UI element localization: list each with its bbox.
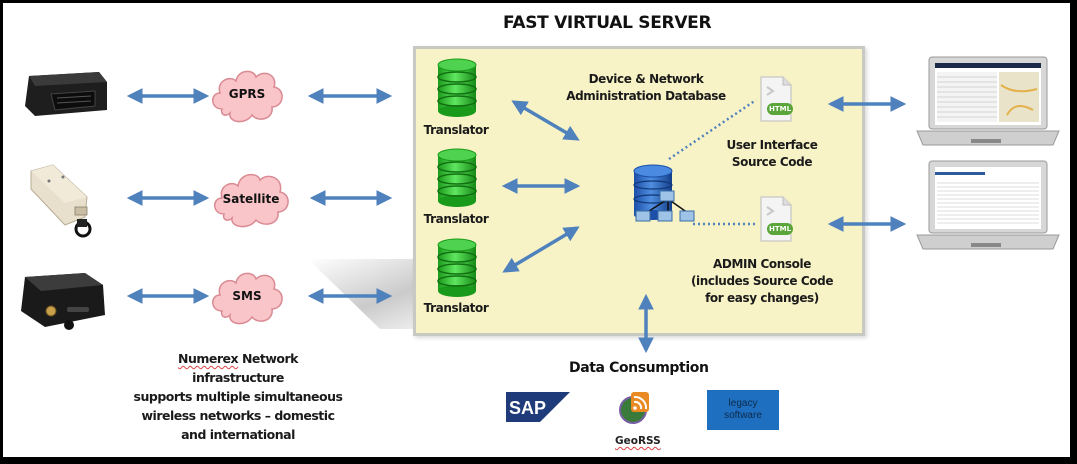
admin-console-label: ADMIN Console (includes Source Code for … xyxy=(687,256,837,307)
admin-console-label-line2: (includes Source Code xyxy=(690,274,834,288)
translator-label-2: Translator xyxy=(423,212,489,226)
html-badge-ui: HTML xyxy=(768,105,792,113)
sap-logo-icon: SAP xyxy=(506,392,570,422)
network-label-sms: SMS xyxy=(232,289,262,303)
database-label-line2: Administration Database xyxy=(566,89,726,103)
legacy-software-box: legacy software xyxy=(707,390,779,430)
html-file-icon-admin xyxy=(760,196,793,242)
database-label: Device & Network Administration Database xyxy=(556,71,736,105)
ui-source-label-line1: User Interface xyxy=(726,138,818,152)
footnote-line1: Network infrastructure xyxy=(192,351,298,385)
satellite-cloud-icon xyxy=(214,173,289,228)
translator-db-icon-1 xyxy=(437,58,477,117)
footnote-line3: wireless networks – domestic xyxy=(141,408,335,423)
network-infrastructure-note: Numerex Network infrastructure supports … xyxy=(133,349,343,444)
diagram-canvas: FAST VIRTUAL SERVER GPRS Satellite SM xyxy=(3,3,1070,457)
html-badge-admin: HTML xyxy=(768,225,792,233)
svg-text:SAP: SAP xyxy=(509,398,546,418)
database-label-line1: Device & Network xyxy=(588,72,704,86)
network-label-gprs: GPRS xyxy=(228,87,266,101)
ui-source-label: User Interface Source Code xyxy=(713,137,831,171)
numerex-brand: Numerex xyxy=(178,351,239,366)
translator-db-icon-2 xyxy=(437,148,477,207)
sms-device-icon xyxy=(21,273,105,330)
admin-console-label-line1: ADMIN Console xyxy=(713,257,811,271)
arrow-translator1-db xyxy=(511,100,580,141)
laptop-admin-table-icon xyxy=(916,160,1060,250)
html-file-icon-ui xyxy=(760,76,793,122)
ui-source-label-line2: Source Code xyxy=(731,155,813,169)
admin-console-label-line3: for easy changes) xyxy=(705,291,819,305)
footnote-line4: and international xyxy=(181,427,295,442)
translator-label-1: Translator xyxy=(423,123,489,137)
laptop-map-ui-icon xyxy=(916,56,1060,146)
arrow-translator3-db xyxy=(502,226,580,273)
legacy-line1: legacy xyxy=(728,398,758,409)
connection-arrows xyxy=(126,88,907,354)
data-consumption-title: Data Consumption xyxy=(569,360,709,376)
title-text: FAST VIRTUAL SERVER xyxy=(503,13,712,33)
network-label-satellite: Satellite xyxy=(222,192,280,206)
legacy-line2: software xyxy=(724,410,762,421)
sms-cloud-icon xyxy=(212,272,283,325)
translator-db-icon-3 xyxy=(437,238,477,297)
gprs-cloud-icon xyxy=(212,70,283,123)
obd-device-icon xyxy=(25,72,107,116)
footnote-line2: supports multiple simultaneous xyxy=(133,389,343,404)
satellite-device-icon xyxy=(30,164,92,238)
georss-label-text: GeoRSS xyxy=(615,435,661,447)
database-hierarchy-icon xyxy=(633,164,695,222)
georss-icon xyxy=(619,392,649,424)
georss-label: GeoRSS xyxy=(615,435,661,447)
translator-label-3: Translator xyxy=(423,301,489,315)
